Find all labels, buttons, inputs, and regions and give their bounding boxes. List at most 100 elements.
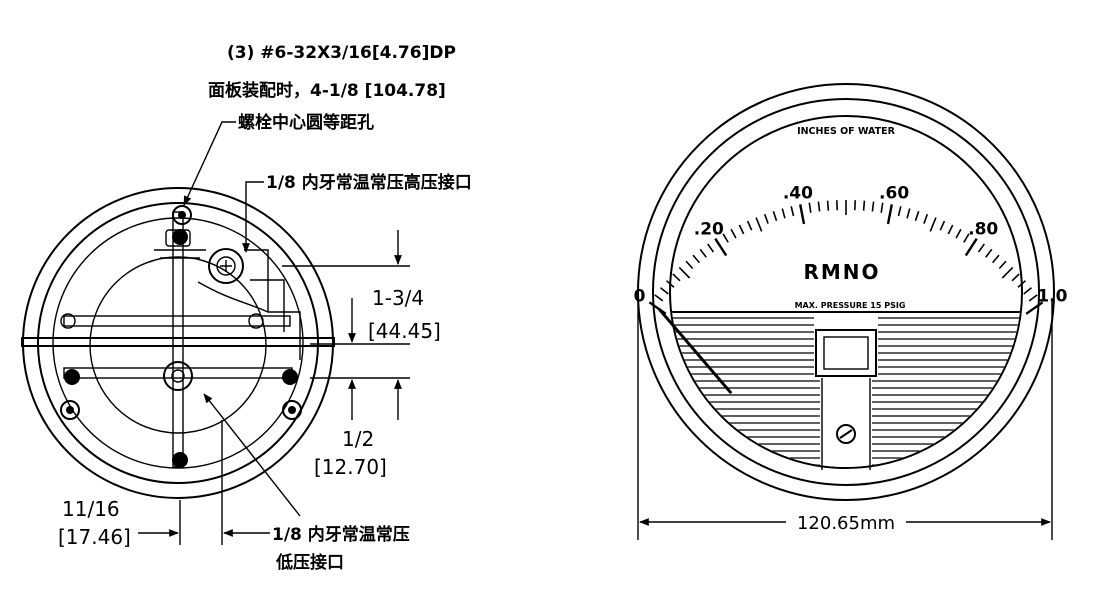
scale-tick xyxy=(714,238,728,257)
scale-tick xyxy=(817,201,821,212)
bracket-detail xyxy=(154,249,206,259)
scale-tick xyxy=(1017,280,1027,288)
scale-tick xyxy=(991,254,1000,264)
scale-tick xyxy=(699,248,707,258)
dim-2-frac: 1/2 xyxy=(342,427,374,451)
right-screw xyxy=(282,369,298,385)
scale-tick xyxy=(746,220,753,231)
scale-tick xyxy=(755,217,763,232)
dim-2-mm: [12.70] xyxy=(314,455,387,479)
bezel-inner xyxy=(652,98,1040,486)
scale-units: INCHES OF WATER xyxy=(797,126,896,137)
leader-high-port xyxy=(242,181,264,253)
scale-tick xyxy=(998,260,1007,270)
viewing-window-inner xyxy=(823,336,869,370)
scale-tick xyxy=(886,204,893,225)
mount-hole-right-core xyxy=(288,406,296,414)
scale-tick xyxy=(707,243,715,253)
case-inner-ring xyxy=(37,202,319,484)
horizontal-bar xyxy=(21,337,335,347)
back-view: (3) #6-32X3/16[4.76]DP 面板装配时，4-1/8 [104.… xyxy=(21,43,472,573)
scale-tick xyxy=(1028,294,1038,302)
scale-tick xyxy=(1025,301,1044,315)
scale-ticks xyxy=(648,200,1044,315)
scale-tick xyxy=(947,224,954,235)
scale-tick xyxy=(685,260,694,270)
high-port-fitting xyxy=(208,248,244,284)
high-port-cross xyxy=(220,260,232,272)
left-screw xyxy=(64,369,80,385)
scale-tick xyxy=(977,243,985,253)
max-pressure-label: MAX. PRESSURE 15 PSIG xyxy=(795,301,906,310)
mount-hole-top-core xyxy=(178,211,186,219)
bezel-outer xyxy=(637,83,1055,501)
mount-hole-left xyxy=(60,400,80,420)
front-view: 0.20.40.60.801.0 INCHES OF WATER RMNO MA… xyxy=(634,83,1068,540)
leader-low-port xyxy=(203,393,301,517)
mount-note-line1: 面板装配时，4-1/8 [104.78] xyxy=(208,80,446,101)
scale-tick xyxy=(826,200,830,211)
case-rim xyxy=(52,217,304,469)
scale-tick xyxy=(964,238,978,257)
dim-1-mm: [44.45] xyxy=(368,319,441,343)
scale-tick xyxy=(1001,266,1014,279)
scale-tick xyxy=(665,280,675,288)
scale-tick xyxy=(929,217,937,232)
scale-tick xyxy=(790,206,795,217)
scale-tick xyxy=(1011,273,1020,282)
scale-tick xyxy=(880,202,884,213)
mount-hole-right xyxy=(282,400,302,420)
leader-mount xyxy=(183,121,236,206)
scale-tick xyxy=(963,233,970,243)
scale-tick xyxy=(1023,287,1033,295)
dim-h-mm: [17.46] xyxy=(58,525,131,549)
tube-line xyxy=(197,281,269,313)
bottom-screw xyxy=(172,452,188,468)
scale-tick-label: 1.0 xyxy=(1037,287,1067,307)
scale-tick-label: .60 xyxy=(879,184,909,204)
dial-face xyxy=(669,115,1023,469)
overall-diameter: 120.65mm xyxy=(797,513,895,534)
center-hub-inner xyxy=(171,369,185,383)
scale-tick-labels: 0.20.40.60.801.0 xyxy=(634,184,1068,307)
brand-logo: RMNO xyxy=(803,260,880,284)
scale-tick xyxy=(897,206,902,217)
scale-tick xyxy=(772,210,778,222)
scale-tick-label: .40 xyxy=(783,184,813,204)
gauge-pointer xyxy=(658,308,733,395)
upper-bar xyxy=(63,315,291,327)
scale-tick-label: 0 xyxy=(634,287,646,307)
scale-tick xyxy=(654,294,664,302)
scale-tick xyxy=(799,204,806,225)
low-port-label-2: 低压接口 xyxy=(275,552,344,573)
scale-tick xyxy=(939,220,946,231)
scale-tick-label: .20 xyxy=(694,220,724,240)
dim-1-frac: 1-3/4 xyxy=(372,286,424,310)
scale-tick xyxy=(985,248,993,258)
low-port-label-1: 1/8 内牙常温常压 xyxy=(272,524,410,545)
side-hole-left xyxy=(60,313,76,329)
side-hole-right xyxy=(248,313,264,329)
scale-tick xyxy=(730,228,737,239)
high-port-hole xyxy=(216,256,236,276)
scale-tick xyxy=(738,224,745,235)
top-screw xyxy=(172,229,188,245)
center-hub xyxy=(163,361,193,391)
mount-note-line2: 螺栓中心圆等距孔 xyxy=(238,112,374,133)
mount-screw-spec: (3) #6-32X3/16[4.76]DP xyxy=(227,43,456,63)
scale-tick xyxy=(923,213,929,224)
high-port-label: 1/8 内牙常温常压高压接口 xyxy=(266,172,472,193)
scale-tick xyxy=(914,210,920,222)
scale-tick xyxy=(781,208,786,219)
scale-tick xyxy=(808,202,812,213)
zero-adjust-screw-icon[interactable] xyxy=(836,424,856,444)
mount-hole-left-core xyxy=(66,406,74,414)
scale-tick xyxy=(871,201,875,212)
dim-h-frac: 11/16 xyxy=(62,497,120,521)
zero-adjust-slot xyxy=(839,429,853,439)
scale-tick xyxy=(955,228,962,239)
scale-tick xyxy=(763,213,769,224)
mount-hole-top xyxy=(172,205,192,225)
scale-tick xyxy=(678,266,691,279)
